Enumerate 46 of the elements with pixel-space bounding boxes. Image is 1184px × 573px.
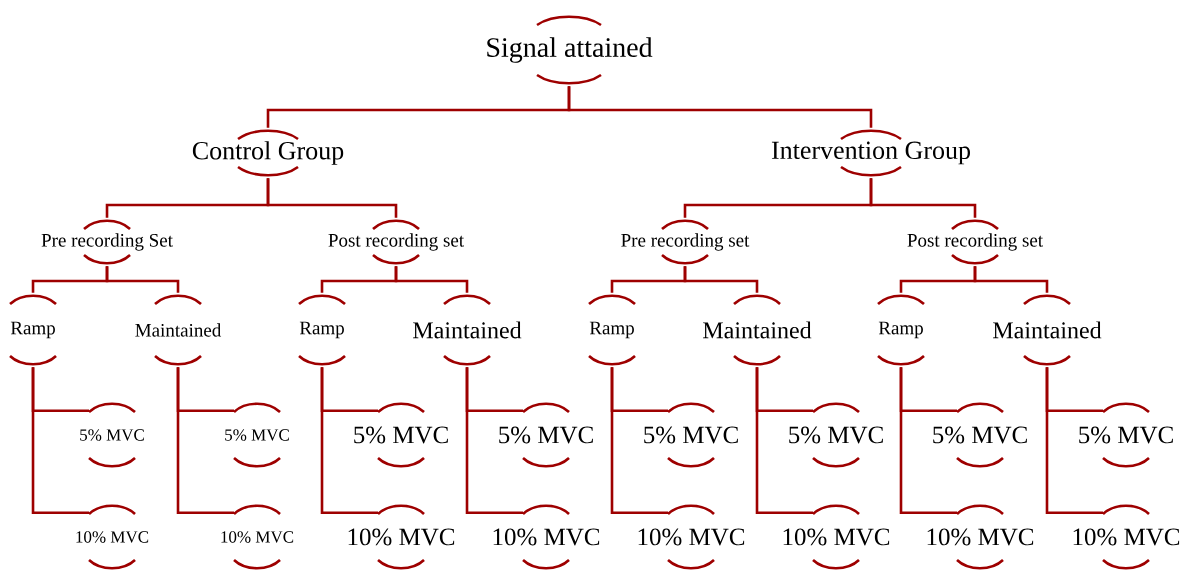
bracket-node: 10% MVC bbox=[493, 504, 600, 570]
bracket-node: 10% MVC bbox=[76, 504, 149, 570]
connector-line bbox=[683, 266, 759, 293]
connector-line bbox=[869, 178, 977, 218]
connector-line bbox=[610, 367, 668, 515]
bracket-node: Post recording set bbox=[907, 219, 1043, 265]
bracket-node: Ramp bbox=[877, 294, 925, 366]
connector-line bbox=[755, 367, 813, 515]
connector-line bbox=[394, 266, 469, 293]
bracket-node: 10% MVC bbox=[927, 504, 1034, 570]
connector-line bbox=[320, 367, 378, 515]
bracket-node: 10% MVC bbox=[638, 504, 745, 570]
bracket-node: Pre recording set bbox=[621, 219, 750, 265]
bracket-node: Maintained bbox=[413, 294, 522, 366]
bracket-node: Maintained bbox=[135, 294, 222, 366]
connector-line bbox=[266, 178, 398, 218]
connector-line bbox=[465, 367, 523, 515]
bracket-node: 10% MVC bbox=[348, 504, 455, 570]
bracket-node: 5% MVC bbox=[499, 402, 593, 468]
connector-line bbox=[1045, 367, 1103, 515]
bracket-node: 5% MVC bbox=[354, 402, 448, 468]
bracket-node: 10% MVC bbox=[1073, 504, 1180, 570]
connector-line bbox=[899, 367, 957, 515]
bracket-node: 10% MVC bbox=[221, 504, 294, 570]
connector-line bbox=[105, 266, 180, 293]
bracket-node: Ramp bbox=[9, 294, 57, 366]
bracket-node: 10% MVC bbox=[783, 504, 890, 570]
bracket-node: Post recording set bbox=[328, 219, 464, 265]
bracket-node: Maintained bbox=[993, 294, 1102, 366]
bracket-node: 5% MVC bbox=[80, 402, 144, 468]
bracket-node: Intervention Group bbox=[771, 129, 970, 177]
connector-line bbox=[567, 86, 873, 128]
bracket-node: Signal attained bbox=[487, 15, 653, 85]
connector-line bbox=[31, 367, 89, 515]
bracket-node: Ramp bbox=[588, 294, 636, 366]
bracket-node: 5% MVC bbox=[225, 402, 289, 468]
bracket-node: 5% MVC bbox=[644, 402, 738, 468]
connector-line bbox=[973, 266, 1049, 293]
bracket-node: 5% MVC bbox=[1079, 402, 1173, 468]
bracket-node: 5% MVC bbox=[933, 402, 1027, 468]
bracket-node: Maintained bbox=[703, 294, 812, 366]
bracket-node: Pre recording Set bbox=[41, 219, 173, 265]
connector-line bbox=[176, 367, 234, 515]
bracket-node: Control Group bbox=[192, 129, 344, 177]
bracket-node: Ramp bbox=[298, 294, 346, 366]
bracket-node: 5% MVC bbox=[789, 402, 883, 468]
